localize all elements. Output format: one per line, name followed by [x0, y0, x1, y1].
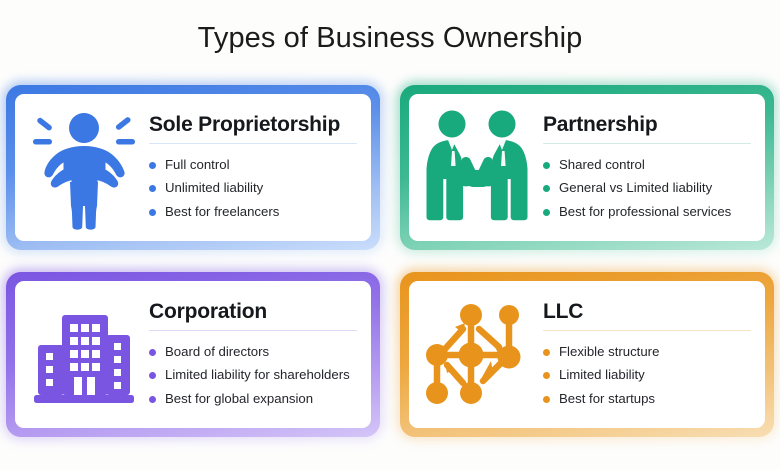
list-item: General vs Limited liability: [543, 177, 751, 201]
handshake-icon: [419, 104, 537, 232]
list-item-label: Board of directors: [165, 343, 270, 359]
list-item-label: Unlimited liability: [165, 180, 264, 196]
card-corporation[interactable]: Corporation Board of directors Limited l…: [6, 272, 380, 437]
list-item-label: Best for freelancers: [165, 203, 280, 219]
bullet-dot-icon: [543, 208, 550, 216]
card-body: Corporation Board of directors Limited l…: [149, 298, 357, 411]
bullet-dot-icon: [149, 161, 156, 169]
list-item-label: Limited liability for shareholders: [165, 367, 350, 383]
page-title: Types of Business Ownership: [197, 22, 583, 54]
list-item: Unlimited liability: [149, 177, 357, 201]
card-partnership[interactable]: Partnership Shared control General vs Li…: [400, 85, 774, 250]
feature-list: Flexible structure Limited liability Bes…: [543, 340, 751, 411]
card-divider: [543, 143, 751, 145]
list-item: Best for startups: [543, 387, 751, 411]
bullet-dot-icon: [543, 372, 550, 380]
bullet-dot-icon: [149, 395, 156, 403]
card-llc[interactable]: LLC Flexible structure Limited liability: [400, 272, 774, 437]
office-buildings-icon: [25, 291, 143, 419]
card-heading: Sole Proprietorship: [149, 113, 341, 137]
list-item-label: Best for professional services: [559, 203, 732, 219]
standing-person-icon: [25, 104, 143, 232]
list-item: Board of directors: [149, 340, 357, 364]
list-item: Limited liability: [543, 364, 751, 388]
list-item-label: Shared control: [559, 156, 645, 172]
list-item-label: General vs Limited liability: [559, 180, 713, 196]
card-body: LLC Flexible structure Limited liability: [543, 298, 751, 411]
list-item-label: Flexible structure: [559, 343, 660, 359]
bullet-dot-icon: [543, 395, 550, 403]
card-heading: LLC: [543, 300, 584, 324]
card-heading: Partnership: [543, 113, 658, 137]
list-item: Best for professional services: [543, 200, 751, 224]
list-item: Best for global expansion: [149, 387, 357, 411]
bullet-dot-icon: [543, 185, 550, 193]
list-item: Full control: [149, 153, 357, 177]
list-item-label: Limited liability: [559, 367, 645, 383]
feature-list: Shared control General vs Limited liabil…: [543, 153, 751, 224]
list-item-label: Best for global expansion: [165, 390, 314, 406]
ownership-type-card-grid: Sole Proprietorship Full control Unlimit…: [6, 85, 774, 437]
card-divider: [149, 143, 357, 145]
bullet-dot-icon: [543, 161, 550, 169]
list-item: Shared control: [543, 153, 751, 177]
bullet-dot-icon: [149, 372, 156, 380]
bullet-dot-icon: [149, 348, 156, 356]
bullet-dot-icon: [149, 185, 156, 193]
card-inner: Partnership Shared control General vs Li…: [409, 94, 765, 241]
list-item: Limited liability for shareholders: [149, 364, 357, 388]
bullet-dot-icon: [543, 348, 550, 356]
bullet-dot-icon: [149, 208, 156, 216]
list-item: Flexible structure: [543, 340, 751, 364]
card-inner: Corporation Board of directors Limited l…: [15, 281, 371, 428]
card-sole-proprietorship[interactable]: Sole Proprietorship Full control Unlimit…: [6, 85, 380, 250]
feature-list: Board of directors Limited liability for…: [149, 340, 357, 411]
card-body: Sole Proprietorship Full control Unlimit…: [149, 111, 357, 224]
card-inner: Sole Proprietorship Full control Unlimit…: [15, 94, 371, 241]
card-body: Partnership Shared control General vs Li…: [543, 111, 751, 224]
card-heading: Corporation: [149, 300, 267, 324]
list-item-label: Full control: [165, 156, 230, 172]
network-nodes-icon: [419, 291, 537, 419]
feature-list: Full control Unlimited liability Best fo…: [149, 153, 357, 224]
card-divider: [543, 330, 751, 332]
list-item: Best for freelancers: [149, 200, 357, 224]
card-inner: LLC Flexible structure Limited liability: [409, 281, 765, 428]
card-divider: [149, 330, 357, 332]
list-item-label: Best for startups: [559, 390, 656, 406]
